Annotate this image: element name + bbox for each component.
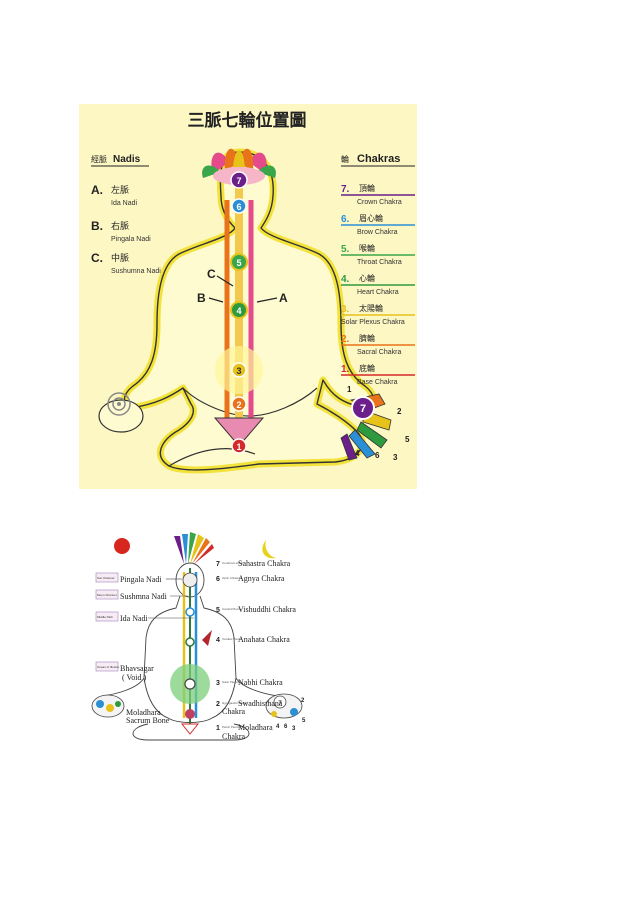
chakra-legend-cn-7: 頂輪	[359, 183, 375, 193]
nadi-b-letter: B.	[91, 219, 103, 233]
void-paren-label: ( Void )	[122, 673, 146, 682]
hand-number-1: 1	[347, 385, 352, 394]
hand-center-number: 7	[360, 403, 366, 415]
chakra-legend-num-2: 2.	[341, 334, 350, 345]
fig2-chakra-label-3: Nabhi Chakra	[238, 678, 283, 687]
spine-number-5: 5	[236, 258, 241, 268]
chakra-legend-en-5: Throat Chakra	[357, 259, 402, 266]
fig2-chakra-label-4: Anahata Chakra	[238, 635, 290, 644]
hand-number-6: 6	[375, 451, 380, 460]
fig2-chakra-label-5: Vishuddhi Chakra	[238, 605, 296, 614]
chakra-legend-num-3: 3.	[341, 304, 350, 315]
hand-number-3: 3	[393, 453, 398, 462]
nadi-c-letter: C.	[91, 251, 103, 265]
nadi-a-en: Ida Nadi	[111, 200, 138, 207]
fig2-chakra-label-7: Sahastra Chakra	[238, 559, 291, 568]
chakras-header-en: Chakras	[357, 153, 400, 165]
fig2-chakra-suffix-2: Chakra	[222, 707, 246, 716]
fig2-chakra-num-6: 6	[216, 576, 220, 583]
fig2-chakra-small-3: Solar Plexus	[222, 680, 239, 684]
diagram-title: 三脈七輪位置圖	[188, 110, 307, 130]
chakra-legend-num-6: 6.	[341, 214, 350, 225]
chakra-position-diagram: 三脈七輪位置圖 7 1 2 5 4 6 3	[79, 104, 417, 489]
nadi-c-cn: 中脈	[111, 252, 129, 263]
hand-number-2: 2	[397, 407, 402, 416]
fig2-chakra-num-4: 4	[216, 637, 220, 644]
spine-number-4: 4	[236, 306, 241, 316]
chakra-legend-en-4: Heart Chakra	[357, 289, 399, 296]
fig2-chakra-label-1: Moladhara	[238, 723, 273, 732]
bhavsagar-label: Bhavsagar	[120, 664, 154, 673]
left-hand	[92, 695, 124, 717]
nadis-header-en: Nadis	[113, 154, 141, 165]
pointer-label-a: A	[279, 291, 288, 305]
ida-label: Ida Nadi	[120, 614, 149, 623]
sahaja-chakra-diagram: 7 2 5 4 6 3 Sun Channel Pingala Nadi Moo…	[88, 528, 326, 754]
chakra-legend-en-1: Base Chakra	[357, 379, 398, 386]
chakra-legend-cn-4: 心輪	[359, 273, 375, 283]
void-small: Ocean of Illusion	[97, 665, 120, 669]
pingala-label: Pingala Nadi	[120, 575, 162, 584]
spine-number-2: 2	[236, 400, 241, 410]
nadi-a-cn: 左脈	[111, 184, 129, 195]
pingala-small: Sun Channel	[97, 576, 115, 580]
fig2-chakra-suffix-1: Chakra	[222, 732, 246, 741]
sacrum-label: Sacrum Bone	[126, 716, 170, 725]
nadi-b-cn: 右脈	[111, 220, 129, 231]
hand-number-4: 4	[355, 449, 360, 458]
sun-icon	[114, 538, 130, 554]
chakra-legend-en-7: Crown Chakra	[357, 199, 402, 206]
fig2-chakra-num-2: 2	[216, 701, 220, 708]
chakras-header-cn: 輪	[341, 154, 349, 164]
chakra-legend-num-1: 1.	[341, 364, 350, 375]
chakra-legend-num-7: 7.	[341, 184, 350, 195]
chakra-legend-en-3: Solar Plexus Chakra	[341, 319, 405, 326]
chakra-legend-cn-6: 眉心輪	[359, 213, 383, 223]
fig2-chakra-label-6: Agnya Chakra	[238, 574, 285, 583]
pointer-label-c: C	[207, 267, 216, 281]
fig2-chakra-num-5: 5	[216, 607, 220, 614]
fig2-chakra-num-1: 1	[216, 725, 220, 732]
chakra-legend-cn-3: 太陽輪	[359, 303, 383, 313]
hand-number-5: 5	[405, 435, 410, 444]
nadis-header-cn: 經脈	[91, 154, 107, 164]
spine-number-6: 6	[236, 202, 241, 212]
nadi-b-en: Pingala Nadi	[111, 236, 151, 243]
chakra-legend-cn-2: 臍輪	[359, 333, 375, 343]
nadi-a-letter: A.	[91, 183, 103, 197]
sushmna-small: Moon Channel	[97, 593, 117, 597]
chakra-legend-cn-1: 底輪	[359, 363, 375, 373]
nadi-c-en: Sushumna Nadi	[111, 268, 161, 275]
chakra-legend-num-4: 4.	[341, 274, 350, 285]
fig2-chakra-num-3: 3	[216, 680, 220, 687]
fig2-chakra-num-7: 7	[216, 561, 220, 568]
chakra-legend-cn-5: 喉輪	[359, 243, 375, 253]
spine-number-3: 3	[236, 366, 241, 376]
ida-small: Middle Path	[97, 615, 113, 619]
chakra-legend-en-2: Sacral Chakra	[357, 349, 401, 356]
spine-number-7: 7	[236, 176, 241, 186]
chakra-legend-num-5: 5.	[341, 244, 350, 255]
spine-number-1: 1	[236, 442, 241, 452]
sushmna-label: Sushmna Nadi	[120, 592, 168, 601]
pointer-label-b: B	[197, 291, 206, 305]
chakra-legend-en-6: Brow Chakra	[357, 229, 398, 236]
